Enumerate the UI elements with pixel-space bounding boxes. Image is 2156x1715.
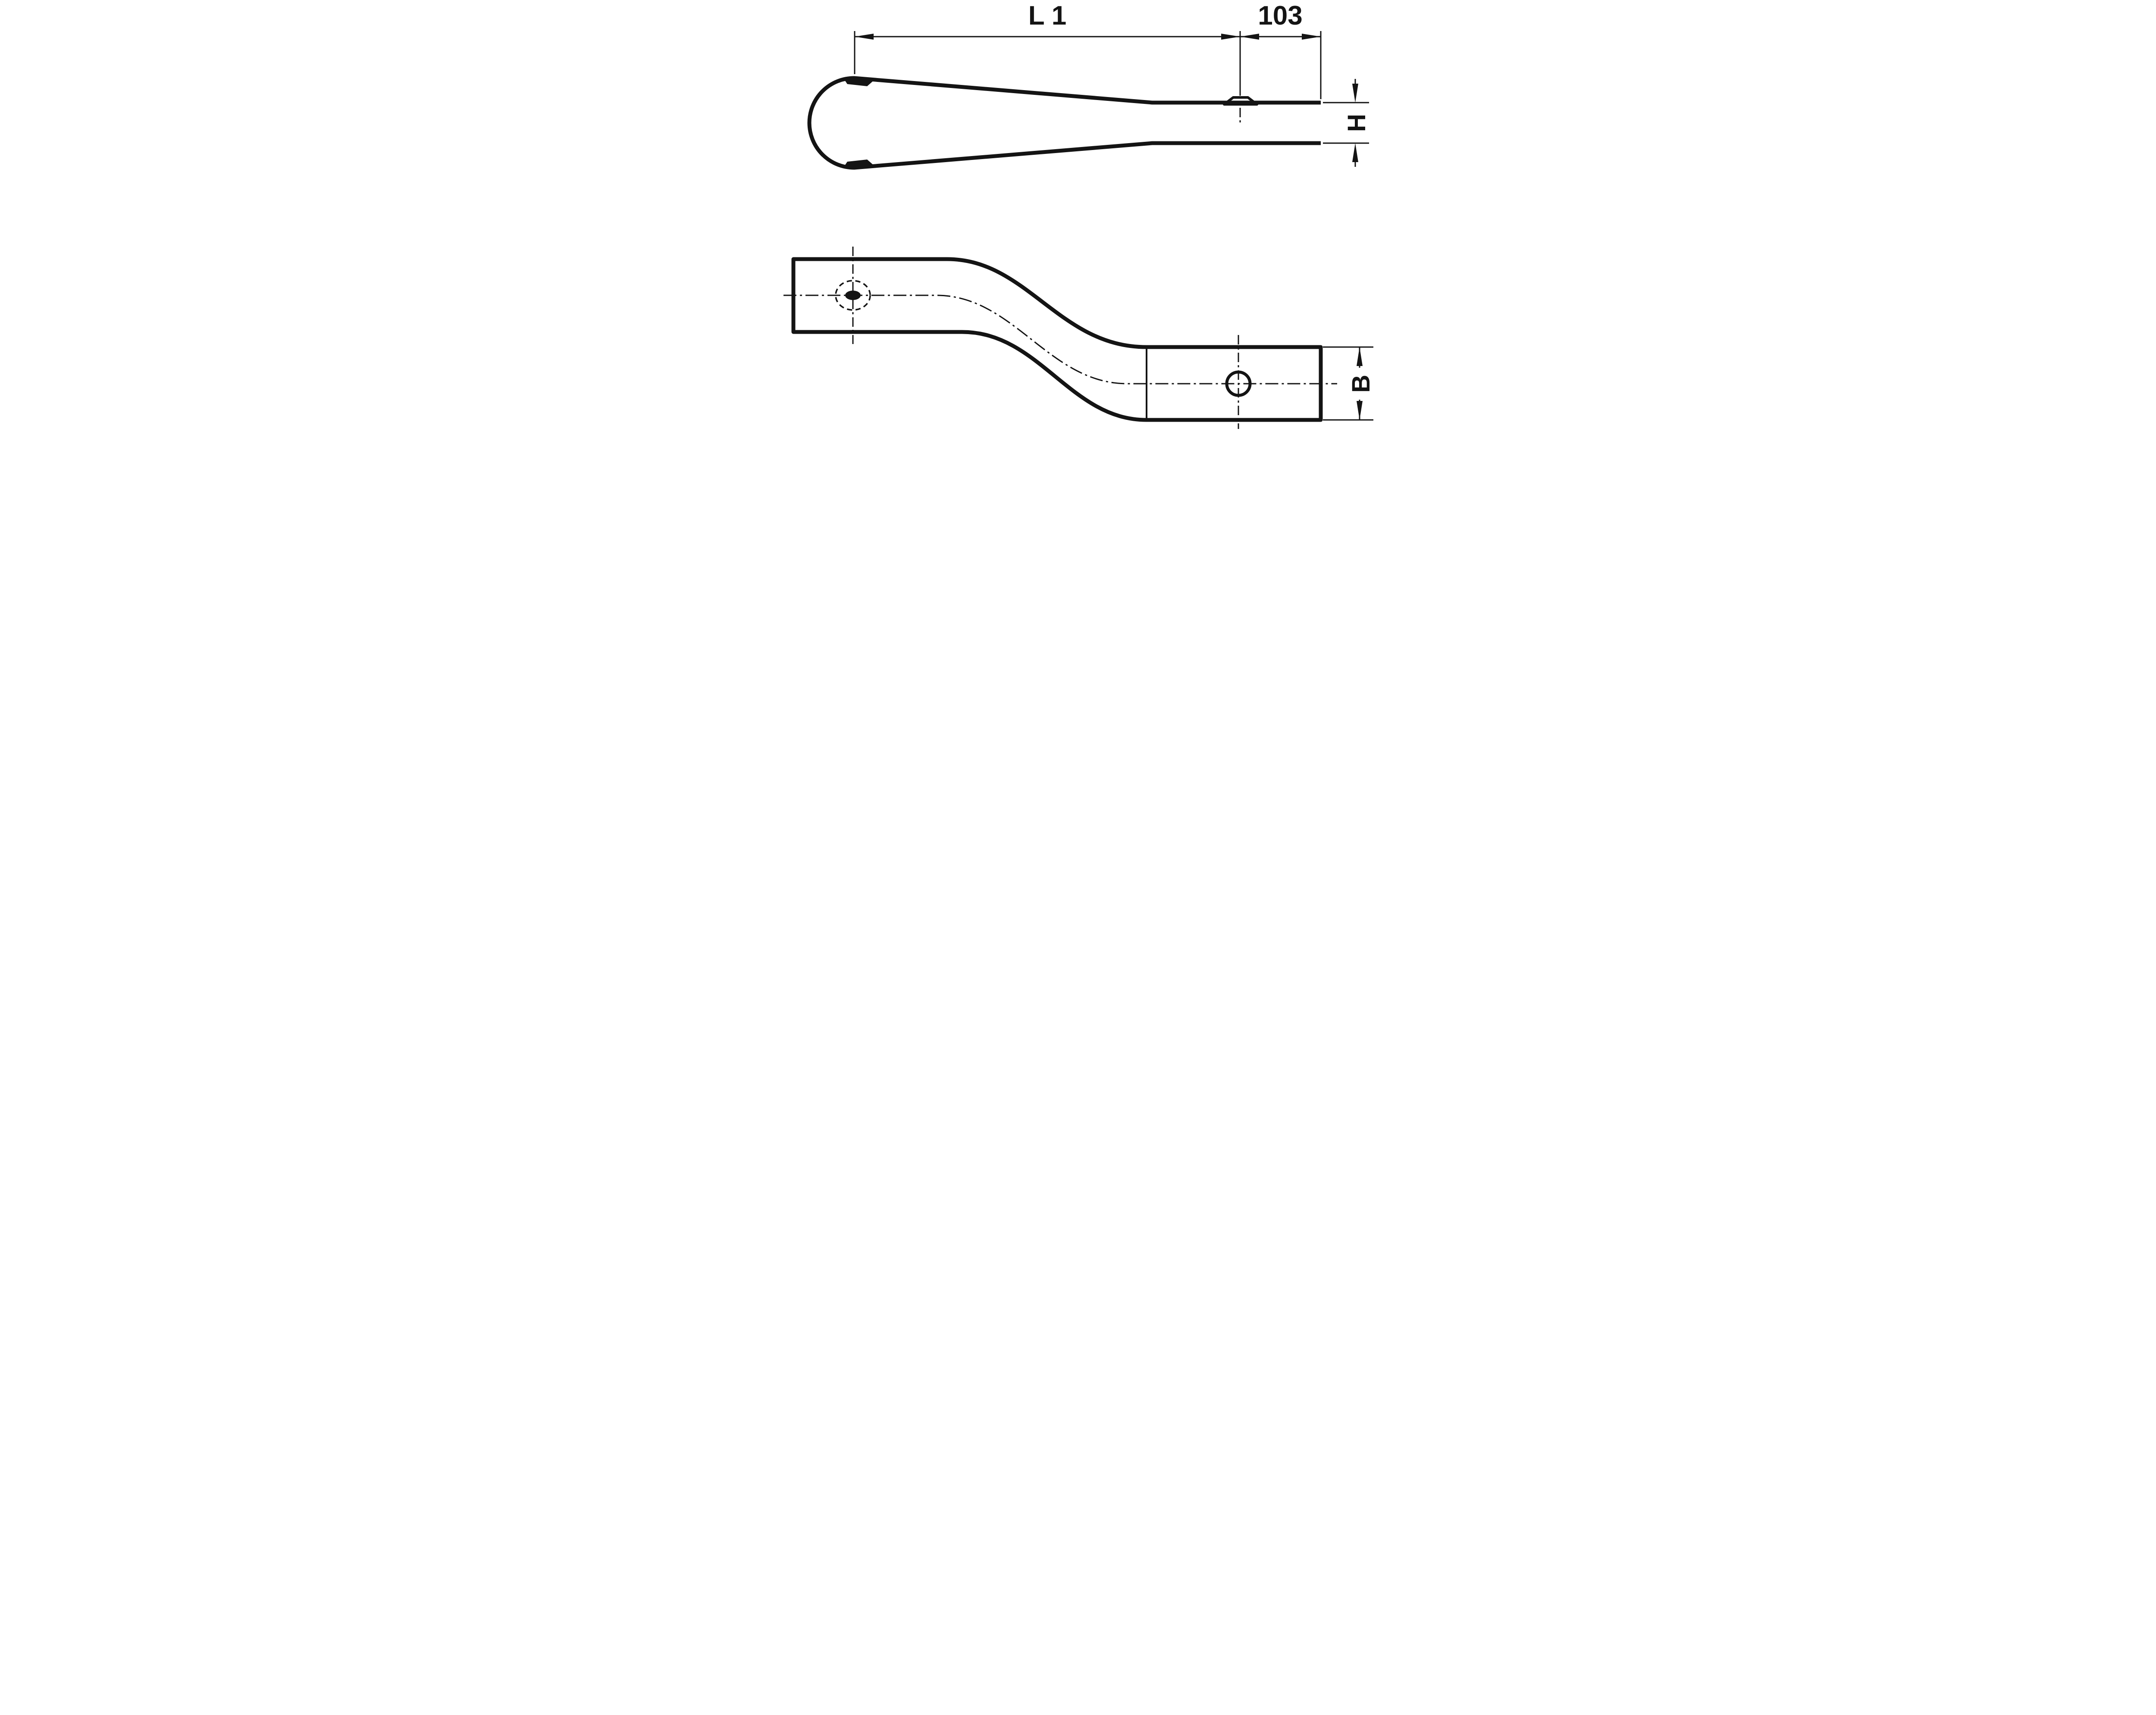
arrowhead-b-top [1356,347,1363,366]
strap-end-mark-bottom [843,160,874,168]
technical-drawing: L 1 103 H [783,1,1375,429]
plan-view: B [783,247,1375,429]
side-profile-outline [807,76,1321,170]
width-dimension: B [1322,346,1375,421]
arrowhead-l1-left [854,34,874,40]
arrowhead-b-bottom [1356,401,1363,420]
dimension-label-length: L 1 [1028,1,1066,31]
arrowhead-103-right [1301,34,1321,40]
side-view: L 1 103 H [807,1,1371,170]
dimension-label-end-offset: 103 [1258,1,1302,31]
dimension-label-width: B [1347,375,1375,393]
drawing-canvas: L 1 103 H [782,0,1375,429]
right-hole [1225,370,1251,397]
dimension-label-height: H [1343,114,1371,132]
arrowhead-103-left [1240,34,1259,40]
right-hole-group [1225,335,1251,429]
strap-end-mark-top [843,78,874,86]
length-dimensions: L 1 103 [854,1,1321,122]
left-hole [845,291,861,300]
height-dimension: H [1322,79,1371,167]
left-hole-dashed-circle [834,280,871,311]
center-line [783,294,1337,385]
arrowhead-h-top [1352,84,1358,103]
arrowhead-h-bottom [1352,143,1358,162]
left-hole-group [834,247,871,344]
arrowhead-l1-right [1221,34,1240,40]
mounting-bump [1222,96,1258,106]
